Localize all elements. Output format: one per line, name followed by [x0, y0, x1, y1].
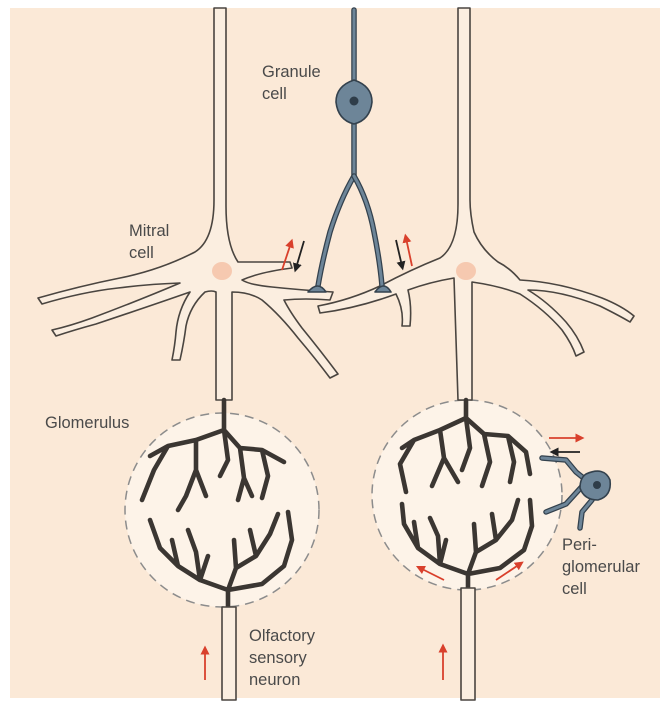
- mitral-cell-label-1: Mitral: [129, 222, 169, 240]
- periglomerular-label-1: Peri-: [562, 536, 597, 554]
- olfactory-label-1: Olfactory: [249, 627, 316, 645]
- mitral-right-soma: [456, 262, 476, 280]
- glomerulus-left: [125, 413, 319, 607]
- granule-cell-label-2: cell: [262, 85, 287, 103]
- olfactory-label-2: sensory: [249, 649, 308, 667]
- periglomerular-nucleus: [593, 481, 601, 489]
- periglomerular-label-2: glomerular: [562, 558, 640, 576]
- granule-nucleus: [350, 97, 359, 106]
- granule-cell-label-1: Granule: [262, 63, 321, 81]
- olfactory-axon-right: [461, 588, 475, 700]
- olfactory-axon-left: [222, 607, 236, 700]
- mitral-cell-label-2: cell: [129, 244, 154, 262]
- mitral-left-soma: [212, 262, 232, 280]
- periglomerular-label-3: cell: [562, 580, 587, 598]
- olfactory-label-3: neuron: [249, 671, 300, 689]
- glomerulus-label: Glomerulus: [45, 414, 129, 432]
